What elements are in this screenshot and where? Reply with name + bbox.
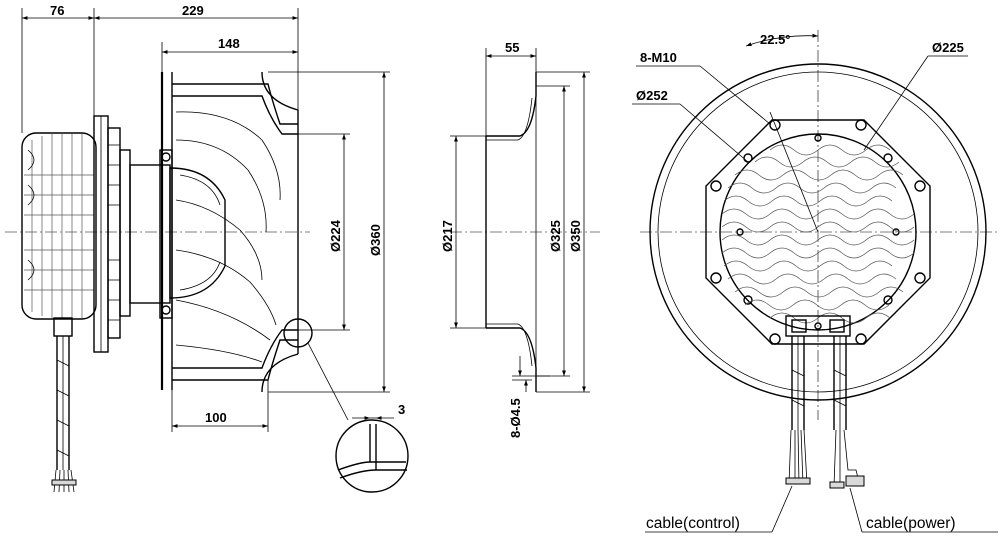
- dim-d360: Ø360: [368, 224, 383, 256]
- dim-angle: 22.5°: [760, 32, 791, 47]
- label-cable-control: cable(control): [646, 515, 740, 532]
- impeller-hub: [169, 167, 226, 299]
- dim-100: 100: [205, 410, 227, 425]
- motor-body: [21, 132, 97, 320]
- inlet-ring-view: 55 Ø217 Ø325 Ø350 8-Ø4.5: [440, 40, 600, 438]
- dim-d350: Ø350: [568, 220, 583, 252]
- dim-d325: Ø325: [548, 220, 563, 252]
- dim-holes: 8-Ø4.5: [508, 398, 523, 438]
- outer-ring: [649, 63, 987, 401]
- angle-annotation: 22.5°: [745, 32, 819, 233]
- front-view: 22.5° 8-M10 Ø252 Ø225 cable(control) cab…: [632, 30, 1000, 533]
- dim-3: 3: [398, 402, 405, 417]
- detail-view: 3: [335, 402, 409, 493]
- dim-148: 148: [218, 36, 240, 51]
- bolt-holes: [710, 119, 926, 345]
- side-view: 76 229 148 100 Ø224 Ø360: [5, 3, 409, 493]
- motor-flange-octagon: [705, 119, 931, 345]
- label-cable-power: cable(power): [866, 515, 956, 532]
- cooling-fins: [721, 144, 915, 324]
- label-d225: Ø225: [932, 40, 964, 55]
- inlet-ring-profile: [486, 72, 537, 137]
- dim-55: 55: [505, 40, 519, 55]
- label-d252: Ø252: [636, 88, 668, 103]
- dim-229: 229: [182, 3, 204, 18]
- dim-d224: Ø224: [328, 219, 343, 252]
- impeller-shroud: [172, 83, 298, 125]
- dim-76: 76: [50, 3, 64, 18]
- label-bolts: 8-M10: [640, 50, 677, 65]
- dim-d217: Ø217: [440, 220, 455, 252]
